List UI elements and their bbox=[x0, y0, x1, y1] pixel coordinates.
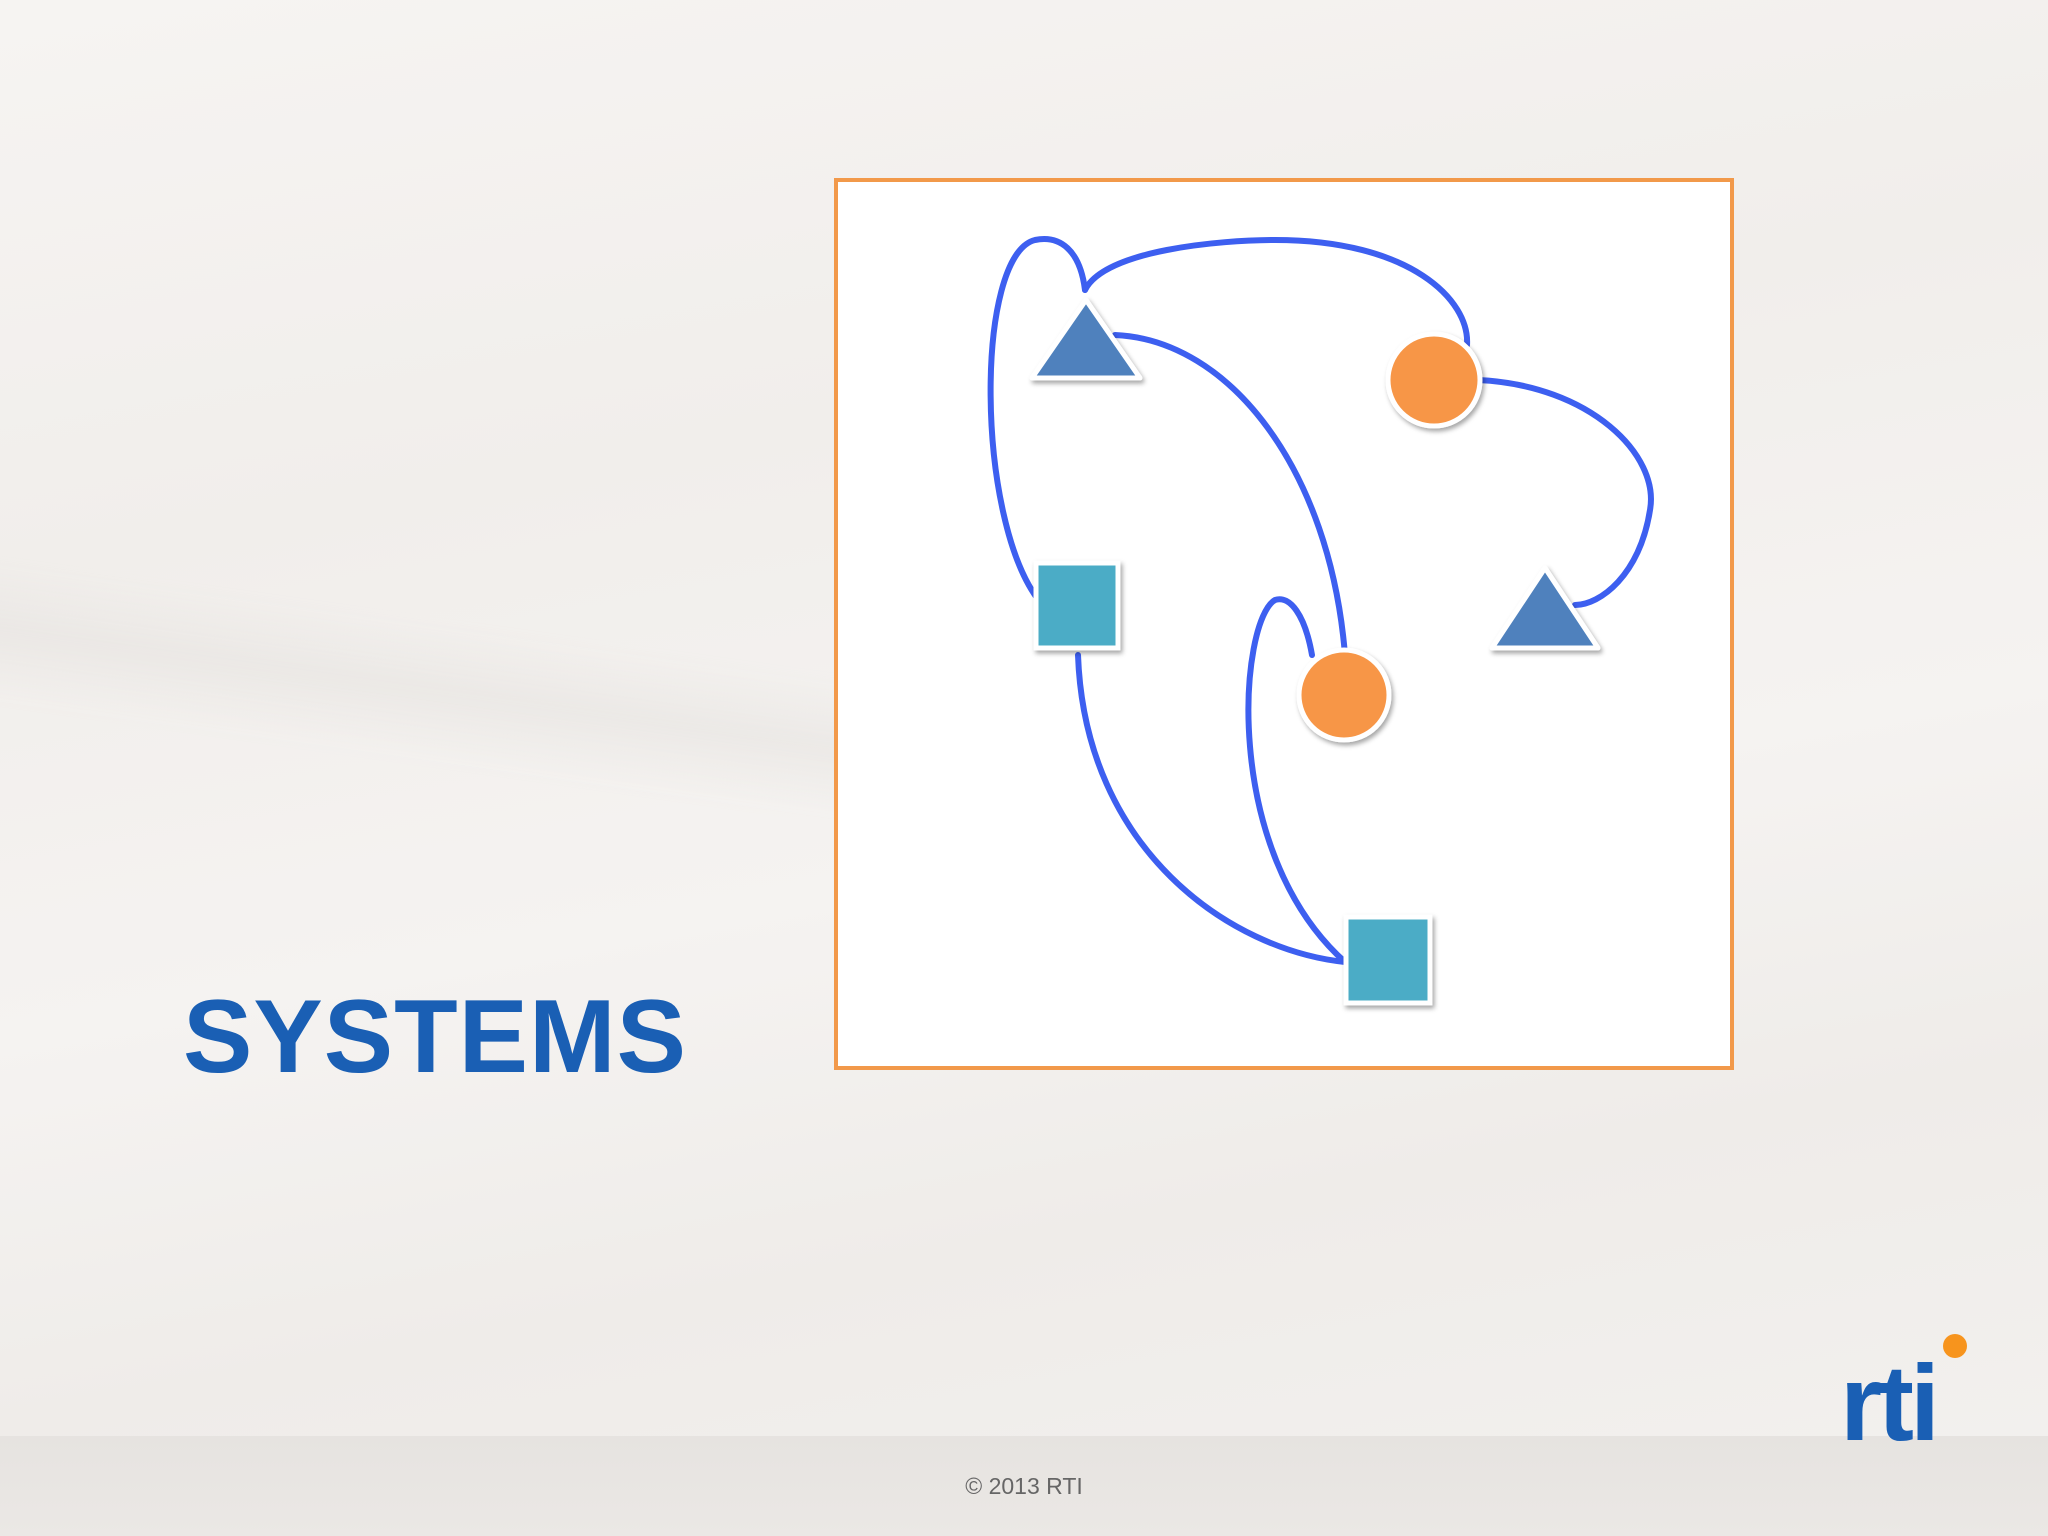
square-node-2 bbox=[1343, 914, 1433, 1006]
triangle-node-2 bbox=[1489, 565, 1601, 651]
square-node-1 bbox=[1033, 560, 1121, 651]
triangle-node-1 bbox=[1029, 297, 1143, 381]
link-square1-square2 bbox=[1075, 652, 1348, 965]
footer-band bbox=[0, 1436, 2048, 1536]
circle-2-shape bbox=[1296, 647, 1392, 743]
triangle-1-shape bbox=[1029, 297, 1143, 381]
link-triangle1-square1 bbox=[987, 236, 1088, 605]
rti-logo-dot bbox=[1943, 1334, 1967, 1358]
link-circle1-triangle2 bbox=[1475, 377, 1654, 608]
square-2-shape bbox=[1343, 914, 1433, 1006]
rti-logo-text: rti bbox=[1840, 1342, 1936, 1446]
circle-1-shape bbox=[1385, 331, 1483, 429]
circle-node-2 bbox=[1296, 647, 1392, 743]
slide-title: SYSTEMS bbox=[183, 979, 687, 1095]
link-triangle1-circle2 bbox=[1112, 332, 1348, 658]
triangle-2-shape bbox=[1489, 565, 1601, 651]
rti-logo: rti bbox=[1840, 1334, 1967, 1446]
link-triangle1-circle1 bbox=[1082, 236, 1471, 348]
copyright-text: © 2013 RTI bbox=[965, 1473, 1083, 1499]
link-circle2-square2 bbox=[1245, 596, 1348, 965]
circle-node-1 bbox=[1385, 331, 1483, 429]
connectors bbox=[987, 236, 1654, 965]
square-1-shape bbox=[1033, 560, 1121, 651]
